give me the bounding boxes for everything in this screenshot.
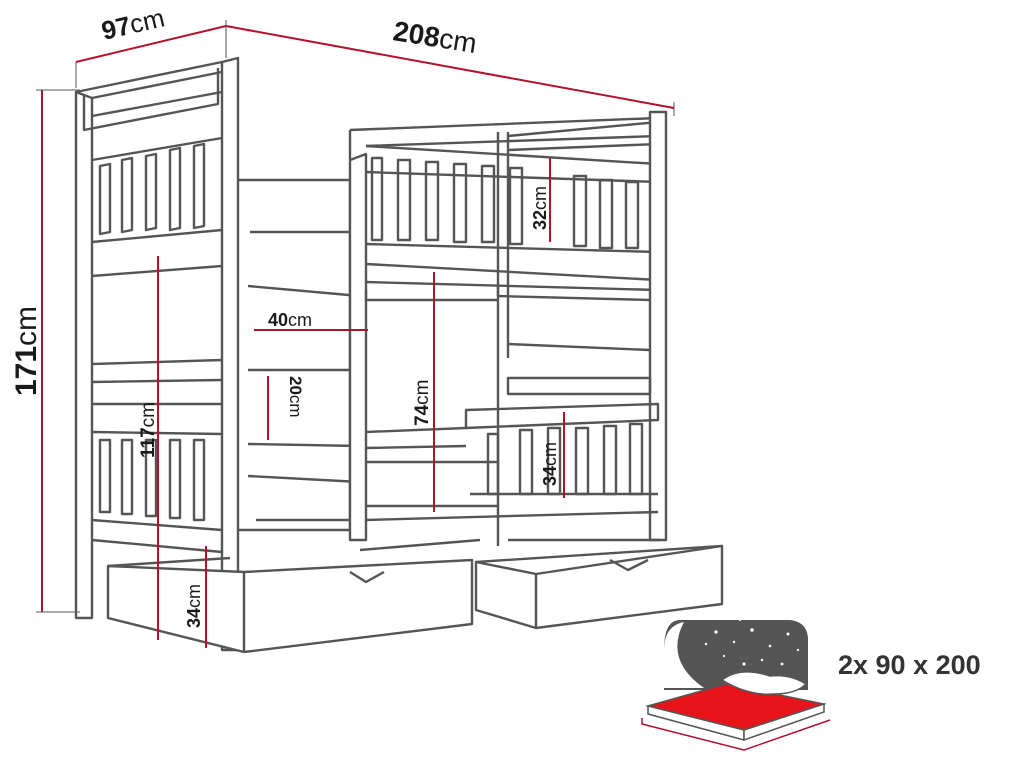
dimension-labels: 97cm 208cm 171cm 40cm 20cm 117cm 74cm 32… [10,2,560,628]
height-label: 171cm [10,306,43,396]
dimension-lines [41,25,675,648]
mattress-icon [641,619,831,751]
drawer-height-label: 34cm [184,584,204,628]
top-rail-label: 32cm [530,186,550,230]
lower-bed-height-label: 117cm [138,402,159,458]
bunk-gap-label: 74cm [412,380,433,426]
bed-outline [74,56,724,654]
bottom-rail-label: 34cm [540,442,560,486]
length-label: 208cm [391,15,479,59]
rung-spacing-label: 20cm [286,376,305,418]
mattress-size-label: 2x 90 x 200 [838,650,981,680]
ladder-width-label: 40cm [268,310,312,330]
night-sky-icon [664,620,808,690]
stars-icon [704,619,800,666]
pillow-icon [720,671,808,695]
extension-lines [36,20,675,613]
depth-label: 97cm [99,2,168,46]
